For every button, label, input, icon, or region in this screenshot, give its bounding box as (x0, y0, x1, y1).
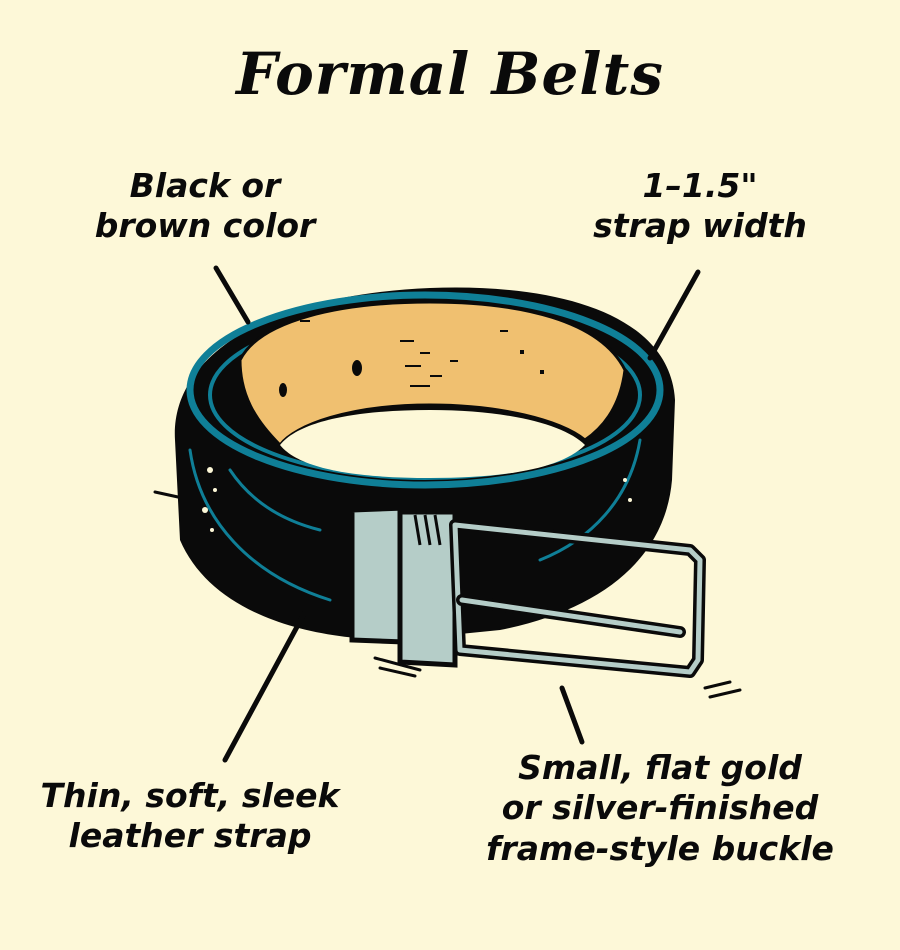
callout-line: Black or (129, 166, 281, 205)
diagram-title: Formal Belts (236, 40, 664, 108)
callout-line: or silver-finished (501, 788, 819, 828)
belt-hole (279, 383, 287, 397)
callout-line: frame-style buckle (486, 828, 834, 868)
callout-line: Thin, soft, sleek (40, 776, 340, 815)
belt-buckle (449, 519, 706, 678)
callout-line: leather strap (68, 816, 312, 856)
callout-line: brown color (94, 206, 316, 246)
belt-keeper (349, 505, 458, 668)
callout-strap: Thin, soft, sleek leather strap (20, 776, 360, 857)
pointer-color (213, 265, 251, 325)
callout-line: 1–1.5" (642, 166, 758, 205)
callout-color: Black or brown color (70, 166, 340, 247)
callout-line: Small, flat gold (518, 748, 802, 787)
callout-pointers (213, 265, 701, 763)
pointer-buckle (559, 685, 585, 745)
belt-strap (174, 287, 675, 640)
belt-hole (352, 360, 362, 376)
callout-strap-width: 1–1.5" strap width (570, 166, 830, 247)
pointer-width (647, 269, 701, 361)
callout-buckle: Small, flat gold or silver-finished fram… (470, 748, 850, 869)
callout-line: strap width (593, 206, 807, 246)
pointer-strap (222, 609, 308, 763)
